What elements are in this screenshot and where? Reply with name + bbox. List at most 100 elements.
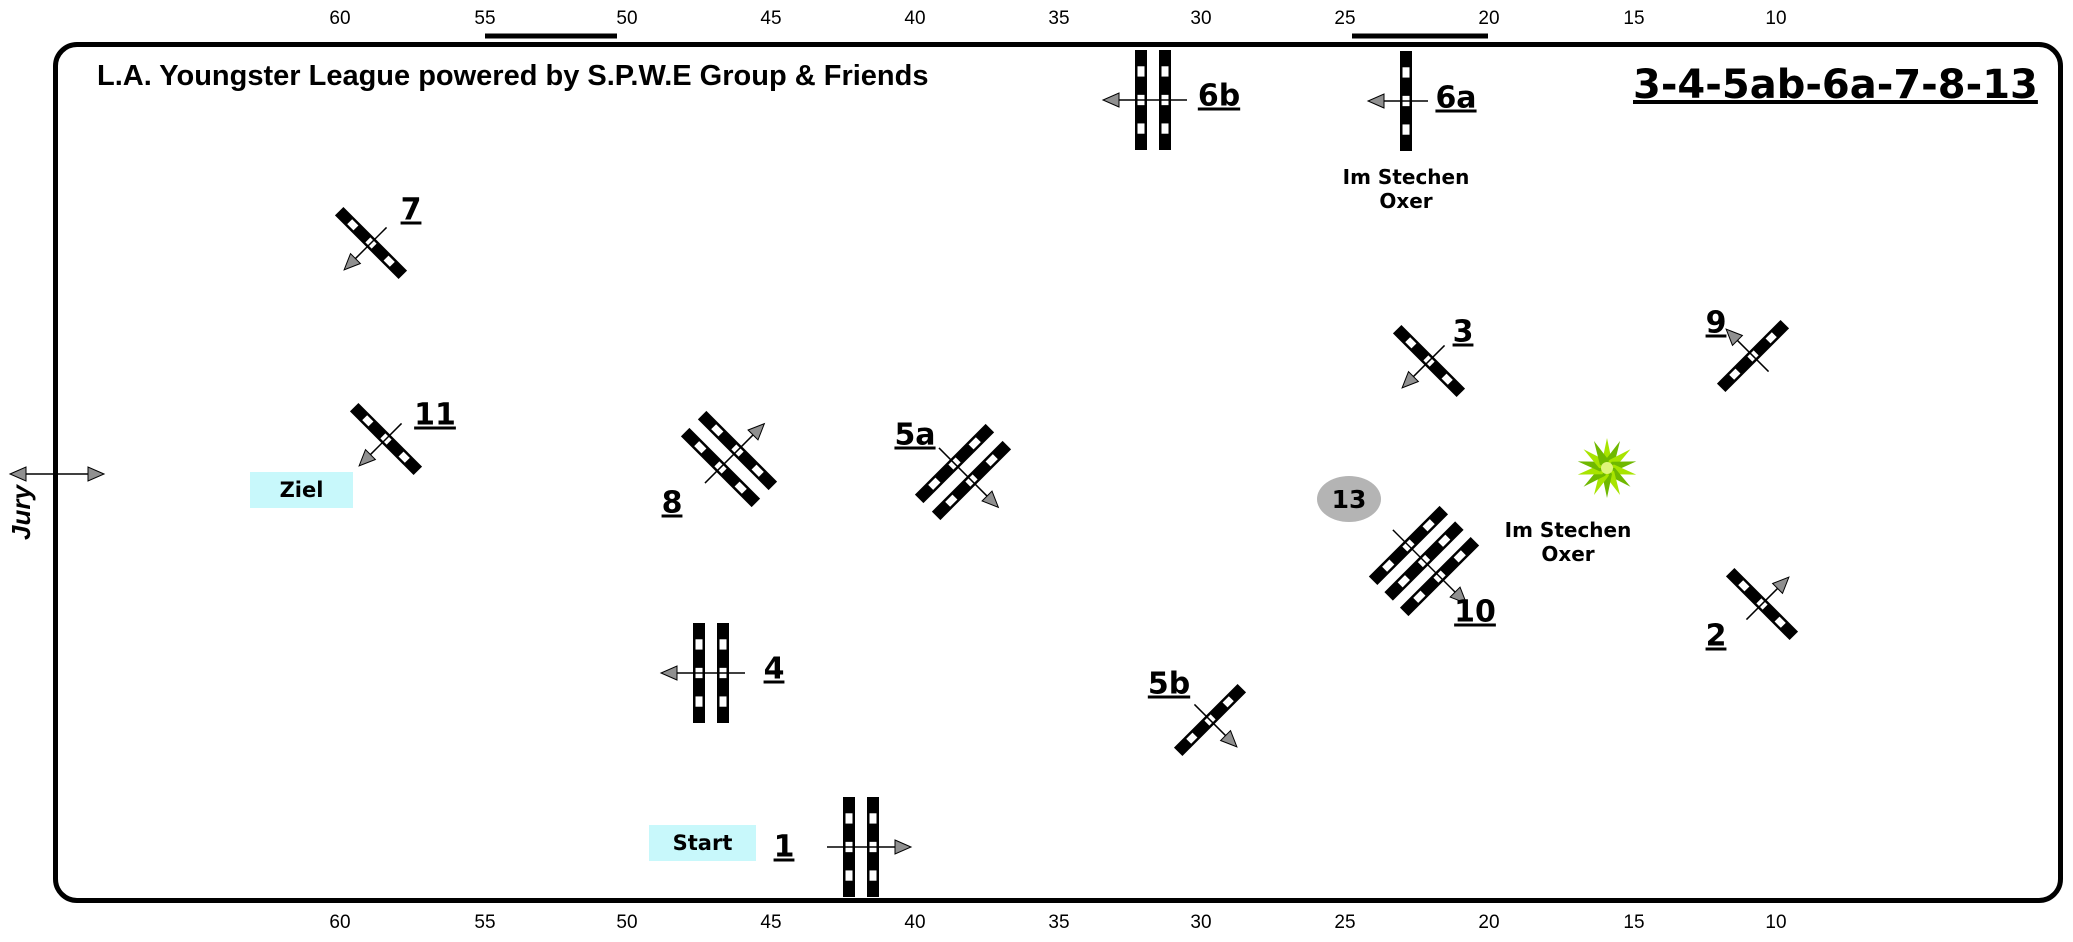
ruler-tick-label: 10	[1765, 912, 1787, 933]
obstacle-4	[659, 623, 745, 723]
obstacle-1-direction-arrow	[894, 839, 913, 855]
ruler-tick-label: 35	[1048, 912, 1070, 933]
obstacle-8-number: 8	[661, 485, 683, 521]
jury-label: Jury	[6, 485, 36, 540]
pole-stripe	[1397, 575, 1410, 588]
obstacle-2-direction-line	[1745, 587, 1779, 621]
obstacle-6b	[1101, 50, 1187, 150]
ruler-tick-label: 30	[1190, 8, 1212, 29]
obstacle-7	[334, 206, 408, 280]
pole-stripe	[1413, 590, 1426, 603]
jury-arrow	[8, 466, 106, 482]
obstacle-9	[1716, 319, 1790, 393]
obstacle-10-direction-line	[1392, 529, 1456, 593]
obstacle-3-direction-line	[1412, 344, 1446, 378]
obstacle-5a-direction-arrow	[981, 490, 1000, 509]
ruler-tick-label: 50	[616, 912, 638, 933]
obstacle-5b-number: 5b	[1147, 666, 1191, 702]
pole-stripe	[1765, 332, 1777, 344]
start-label: Start	[649, 825, 756, 861]
obstacle-7-direction-line	[354, 226, 388, 260]
ruler-tick-label: 40	[904, 912, 926, 933]
obstacle-9-direction-line	[1736, 339, 1770, 373]
ruler-tick-label: 20	[1478, 8, 1500, 29]
pole-stripe	[1402, 67, 1410, 78]
obstacle-2	[1725, 567, 1799, 641]
pole-stripe	[734, 481, 747, 494]
obstacle-9-direction-arrow	[1725, 328, 1744, 347]
pole-stripe	[1382, 559, 1395, 572]
obstacle-2-number: 2	[1705, 618, 1727, 654]
jury-arrow-head-right	[87, 466, 106, 482]
pole-stripe	[1137, 123, 1145, 134]
obstacle-13-marker: 13	[1317, 476, 1381, 522]
pole-stripe	[1222, 696, 1234, 708]
pole-stripe	[869, 870, 877, 881]
plant-center	[1601, 462, 1613, 474]
obstacle-5a-direction-line	[938, 447, 988, 497]
pole-stripe	[719, 696, 727, 707]
pole-stripe	[711, 424, 724, 437]
obstacle-10	[1368, 505, 1480, 617]
pole-stripe	[1405, 337, 1417, 349]
obstacle-6a-number: 6a	[1435, 80, 1477, 116]
pole-stripe	[695, 696, 703, 707]
pole-stripe	[845, 870, 853, 881]
obstacle-11-number: 11	[414, 397, 456, 433]
ruler-tick-label: 25	[1334, 912, 1356, 933]
pole-stripe	[1402, 124, 1410, 135]
pole-stripe	[968, 437, 981, 450]
pole-stripe	[945, 494, 958, 507]
obstacle-10-number: 10	[1454, 594, 1496, 630]
obstacle-2-direction-arrow	[1771, 576, 1790, 595]
obstacle-3-number: 3	[1452, 314, 1474, 350]
pole-stripe	[398, 451, 410, 463]
jump-off-note-plant: Im Stechen Oxer	[1504, 518, 1632, 566]
ruler-tick-label: 25	[1334, 8, 1356, 29]
obstacle-5b-direction-line	[1193, 703, 1227, 737]
pole-stripe	[869, 813, 877, 824]
pole-stripe	[1161, 123, 1169, 134]
ruler-tick-label: 35	[1048, 8, 1070, 29]
pole-stripe	[985, 454, 998, 467]
obstacle-9-number: 9	[1705, 305, 1727, 341]
obstacle-10-direction-arrow	[1449, 586, 1468, 605]
obstacle-7-number: 7	[400, 192, 422, 228]
jump-off-note-6a: Im Stechen Oxer	[1342, 165, 1470, 213]
ruler-tick-label: 45	[760, 912, 782, 933]
pole-stripe	[1774, 616, 1786, 628]
ruler-tick-label: 60	[329, 8, 351, 29]
obstacle-5a-number: 5a	[894, 417, 936, 453]
obstacle-6b-direction-arrow	[1101, 92, 1120, 108]
obstacle-1-number: 1	[773, 829, 795, 865]
course-sequence: 3-4-5ab-6a-7-8-13	[1633, 62, 2038, 108]
ruler-tick-label: 45	[760, 8, 782, 29]
obstacle-6b-number: 6b	[1197, 78, 1241, 114]
pole-stripe	[347, 219, 359, 231]
ruler-tick-label: 55	[474, 8, 496, 29]
ruler-tick-label: 10	[1765, 8, 1787, 29]
pole-stripe	[1422, 519, 1435, 532]
pole-stripe	[362, 415, 374, 427]
arena-boundary	[53, 42, 2063, 903]
obstacle-7-direction-arrow	[343, 252, 362, 271]
pole-stripe	[694, 441, 707, 454]
plant-icon	[1577, 438, 1637, 498]
ruler-tick-label: 50	[616, 8, 638, 29]
ruler-tick-label: 15	[1623, 912, 1645, 933]
obstacle-4-number: 4	[763, 651, 785, 687]
obstacle-11-direction-line	[369, 422, 403, 456]
pole-stripe	[928, 477, 941, 490]
obstacle-3-direction-arrow	[1401, 370, 1420, 389]
pole-stripe	[1453, 550, 1466, 563]
obstacle-8	[680, 410, 778, 508]
ruler-tick-label: 55	[474, 912, 496, 933]
pole-stripe	[751, 464, 764, 477]
obstacle-3	[1392, 324, 1466, 398]
obstacle-5b-direction-arrow	[1219, 729, 1238, 748]
ruler-tick-label: 40	[904, 8, 926, 29]
plant-leaf	[1593, 440, 1609, 468]
obstacle-11	[349, 402, 423, 476]
